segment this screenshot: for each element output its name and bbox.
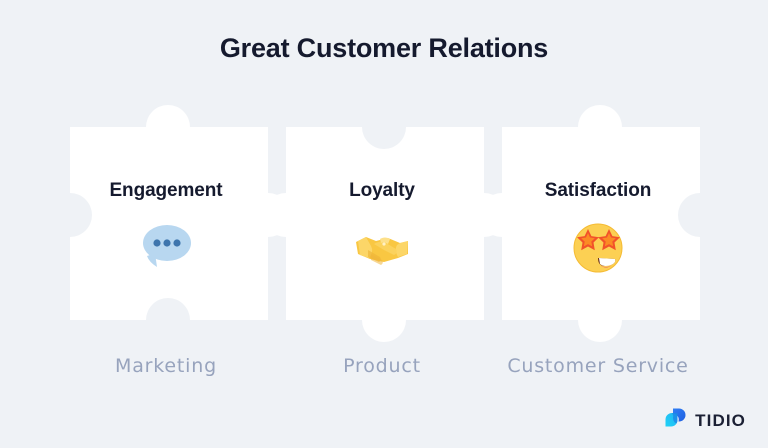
piece-caption-customer-service: Customer Service	[507, 355, 689, 377]
puzzle-piece-shape	[70, 105, 284, 320]
brand-wordmark: TIDIO	[695, 411, 746, 430]
tidio-chat-bubble-logo-icon	[664, 407, 687, 435]
piece-caption-product: Product	[343, 355, 421, 377]
puzzle-piece-engagement: Engagement	[48, 100, 284, 348]
piece-title: Satisfaction	[544, 179, 652, 201]
puzzle-piece-satisfaction: Satisfaction	[480, 100, 716, 348]
puzzle-piece-shape	[480, 105, 700, 342]
star-struck-face-icon	[570, 219, 626, 275]
puzzle-piece-shape	[264, 127, 500, 342]
page-title: Great Customer Relations	[219, 33, 549, 63]
piece-title: Engagement	[109, 179, 223, 201]
handshake-icon	[354, 219, 410, 275]
speech-bubble-dots-icon	[138, 219, 194, 275]
piece-title: Loyalty	[349, 179, 415, 201]
puzzle-piece-loyalty: Loyalty	[264, 100, 500, 348]
brand-logo: TIDIO	[664, 407, 746, 435]
piece-caption-marketing: Marketing	[115, 355, 217, 377]
